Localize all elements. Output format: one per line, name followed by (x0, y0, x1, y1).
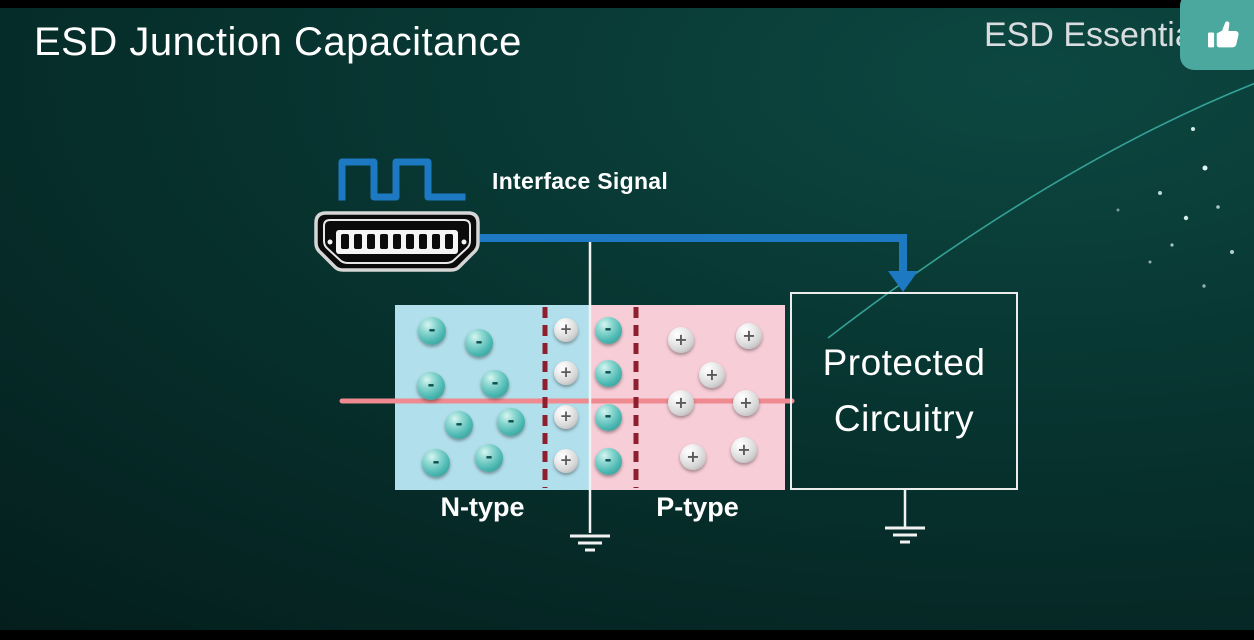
square-wave-icon (338, 158, 466, 201)
interface-signal-label: Interface Signal (492, 168, 669, 194)
decorative-arc (827, 82, 1254, 339)
thumbs-up-icon[interactable] (1180, 0, 1254, 70)
ground-symbol-box (885, 490, 925, 544)
p-type-label: P-type (656, 492, 739, 522)
letterbox-top (0, 0, 1254, 8)
protected-circuitry-box: Protected Circuitry (790, 292, 1018, 490)
n-type-label: N-type (440, 492, 525, 522)
interface-wire-arrow (480, 234, 918, 292)
protected-circuitry-label: Protected (822, 341, 986, 383)
hdmi-connector-icon (314, 211, 480, 272)
letterbox-bottom (0, 630, 1254, 640)
brand-watermark: ESD Essentials (984, 16, 1219, 54)
page-title: ESD Junction Capacitance (34, 20, 522, 64)
protected-circuitry-label: Circuitry (833, 398, 975, 439)
ground-symbol-junction (570, 534, 610, 552)
thumbs-up-glyph (1208, 21, 1239, 48)
